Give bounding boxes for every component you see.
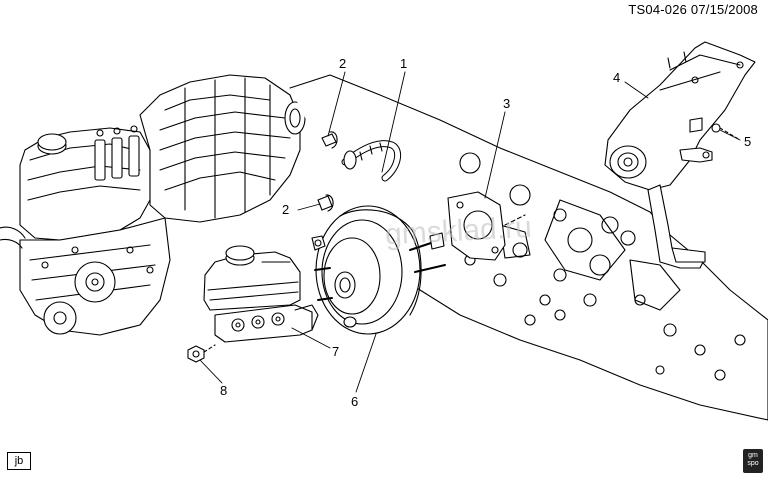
diagram-date: 07/15/2008 [690,2,758,17]
callout-3: 3 [503,96,510,111]
master-cylinder [203,245,319,343]
callout-2-upper: 2 [339,56,346,71]
callout-8: 8 [220,383,227,398]
diagram-header: TS04-026 07/15/2008 [628,2,758,17]
logo-text-bottom: spo [747,460,759,467]
dash-panel [289,74,768,421]
hose-clamp-lower [317,194,334,212]
brake-pedal-bracket [604,41,756,269]
power-brake-booster [311,205,446,335]
diagram-id: TS04-026 [628,2,688,17]
hose-clamp-upper [321,131,338,149]
engine-assembly [0,74,306,336]
callout-7: 7 [332,344,339,359]
vacuum-hose [341,140,402,182]
watermark: gmsklad.ru [384,211,532,252]
callout-6: 6 [351,394,358,409]
gm-spo-logo: gm spo [743,449,763,473]
callout-1: 1 [400,56,407,71]
logo-text-top: gm [748,452,758,459]
mounting-nut [187,344,216,363]
callout-5: 5 [744,134,751,149]
callout-2-lower: 2 [282,202,289,217]
code-box: jb [7,452,31,470]
callout-leader-lines [199,71,741,393]
booster-gasket [447,191,526,261]
callout-4: 4 [613,70,620,85]
